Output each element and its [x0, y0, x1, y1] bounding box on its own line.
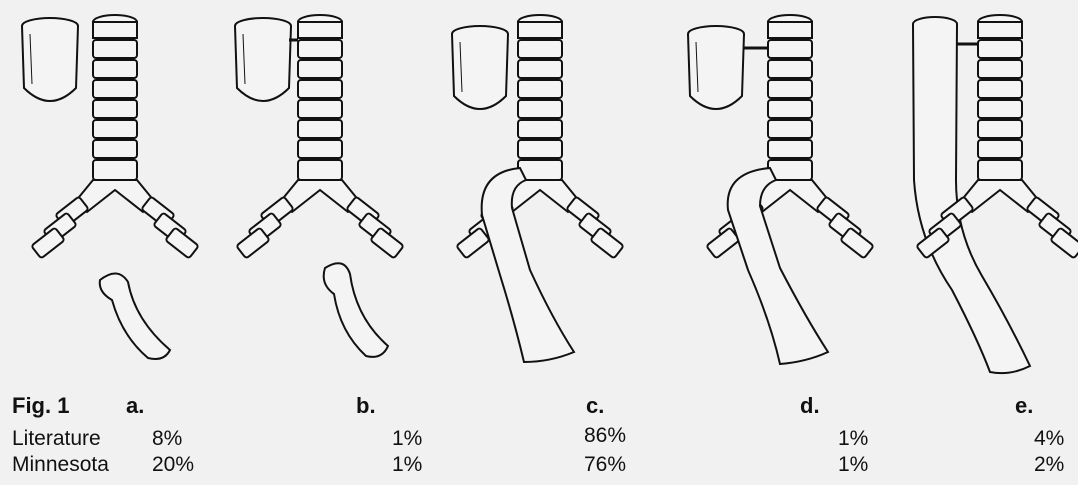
minnesota-value-c: 76%: [584, 453, 626, 477]
variant-c-drawing: [452, 15, 624, 362]
variant-a-drawing: [22, 15, 199, 359]
variant-e-drawing: [913, 15, 1078, 373]
variant-b-drawing: [235, 15, 404, 357]
literature-value-d: 1%: [838, 427, 868, 451]
variant-c-letter: c.: [586, 393, 604, 419]
literature-value-b: 1%: [392, 427, 422, 451]
variant-b-letter: b.: [356, 393, 376, 419]
minnesota-value-e: 2%: [1034, 453, 1064, 477]
figure-label: Fig. 1: [12, 393, 69, 419]
literature-value-c: 86%: [584, 424, 626, 448]
row-label-literature: Literature: [12, 427, 101, 451]
illustration: [0, 0, 1078, 392]
literature-value-a: 8%: [152, 427, 182, 451]
variant-a-letter: a.: [126, 393, 144, 419]
minnesota-value-a: 20%: [152, 453, 194, 477]
literature-value-e: 4%: [1034, 427, 1064, 451]
row-label-minnesota: Minnesota: [12, 453, 109, 477]
variant-e-letter: e.: [1015, 393, 1033, 419]
minnesota-value-d: 1%: [838, 453, 868, 477]
minnesota-value-b: 1%: [392, 453, 422, 477]
variant-d-drawing: [688, 15, 874, 364]
variant-d-letter: d.: [800, 393, 820, 419]
